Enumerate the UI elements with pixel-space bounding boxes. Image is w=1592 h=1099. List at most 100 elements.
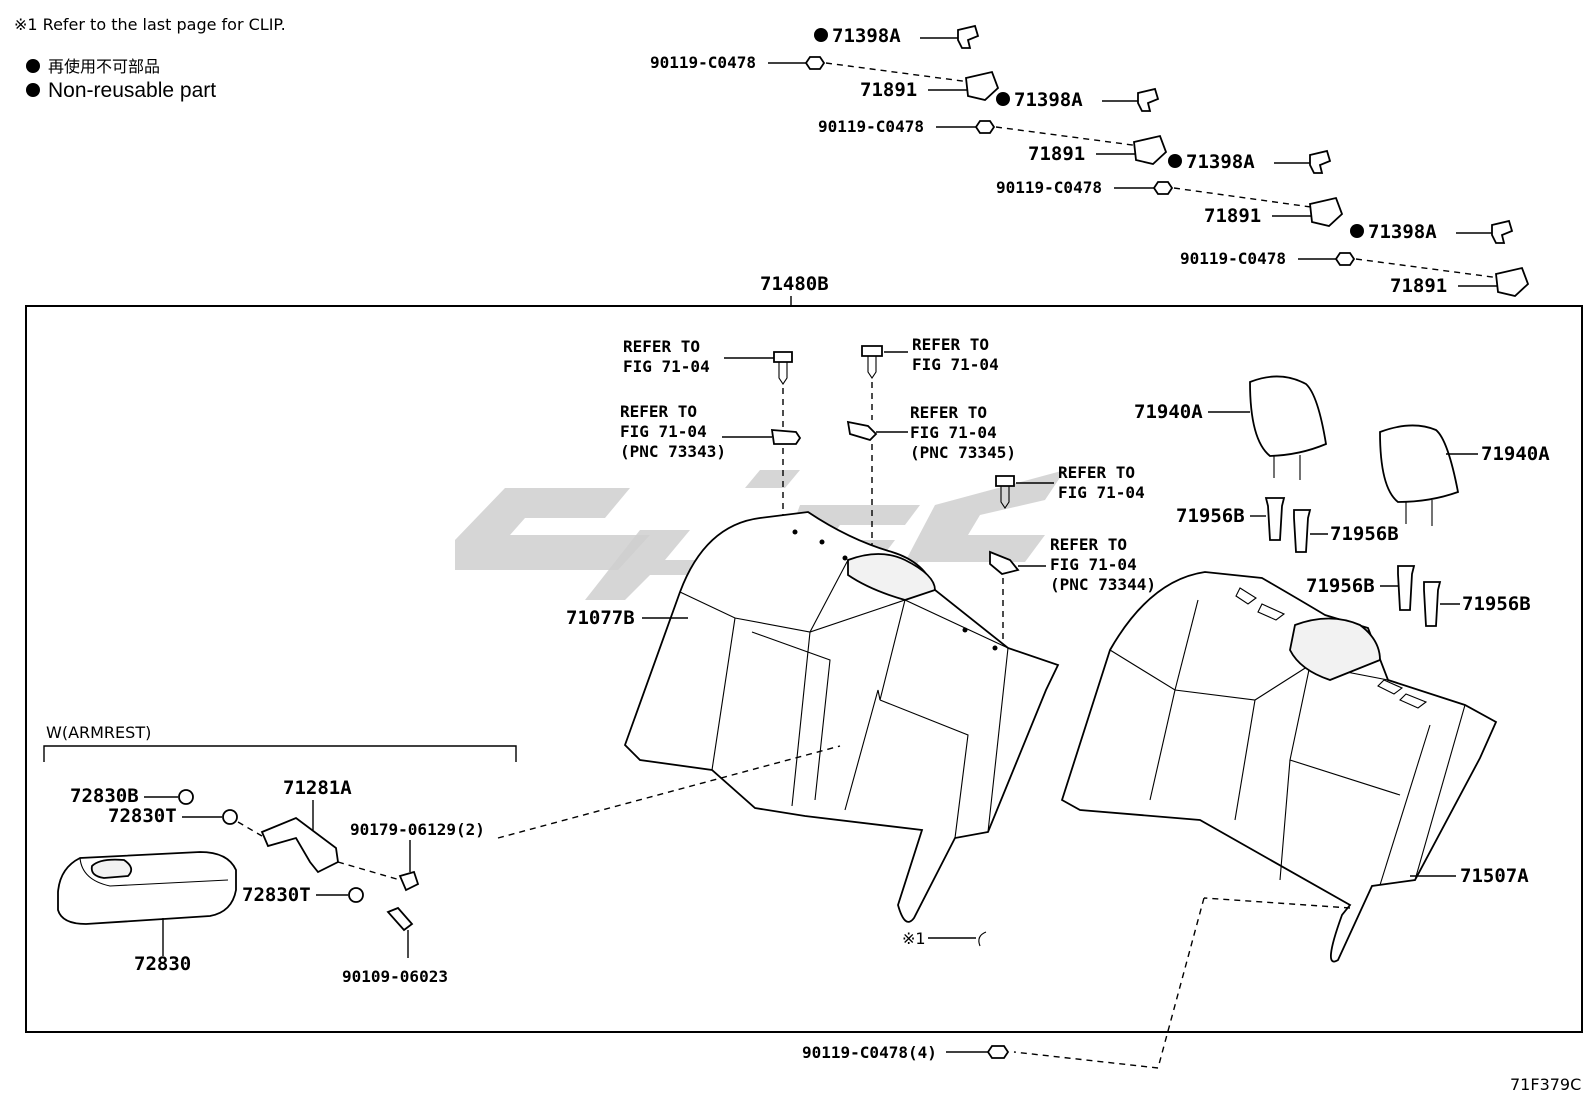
bolt-90109-icon	[386, 906, 414, 932]
part-label-90119-c0478: 90119-C0478	[650, 53, 756, 72]
assembly-frame	[25, 305, 1583, 1033]
part-label-71956b-4: 71956B	[1462, 593, 1531, 615]
screw-icon	[995, 475, 1015, 487]
clip-71398a-icon	[1309, 149, 1332, 174]
part-label-72830b: 72830B	[70, 785, 139, 807]
bolt-icon	[974, 120, 996, 134]
part-label-90109-06023: 90109-06023	[342, 967, 448, 986]
cap-72830t-icon	[222, 809, 238, 825]
part-label-71891: 71891	[1204, 205, 1261, 227]
seatback-71507a	[1060, 571, 1498, 963]
cap-72830t-icon	[348, 887, 364, 903]
screw-icon	[861, 345, 883, 357]
refer-screw-right: REFER TO FIG 71-04	[995, 463, 1145, 509]
screw-90179-icon	[398, 870, 420, 892]
clip-group-3: 71398A 90119-C0478 71891	[996, 149, 1344, 227]
non-reusable-bullet-icon	[996, 92, 1010, 106]
clip-group-2: 71398A 90119-C0478 71891	[818, 87, 1168, 165]
part-label-71940a-left: 71940A	[1134, 401, 1203, 423]
clip-ref-mark: ※1	[902, 929, 926, 948]
refer-line: (PNC 73344)	[1050, 575, 1156, 594]
refer-line: FIG 71-04	[910, 423, 997, 442]
legend-english: Non-reusable part	[48, 79, 216, 102]
part-label-71398a: 71398A	[832, 25, 901, 47]
part-label-71480b: 71480B	[760, 273, 829, 295]
clip-73345-icon	[846, 420, 878, 442]
bolt-icon	[1152, 181, 1174, 195]
clip-group-4: 71398A 90119-C0478 71891	[1180, 219, 1530, 297]
legend-japanese: 再使用不可部品	[48, 57, 160, 76]
bolt-icon	[986, 1045, 1010, 1059]
refer-line: (PNC 73343)	[620, 442, 726, 461]
part-label-71940a-right: 71940A	[1481, 443, 1550, 465]
part-label-90119-c0478: 90119-C0478	[818, 117, 924, 136]
clip-73344-icon	[989, 550, 1020, 575]
refer-line: FIG 71-04	[912, 355, 999, 374]
non-reusable-bullet-icon	[26, 83, 40, 97]
non-reusable-bullet-icon	[26, 59, 40, 73]
refer-line: FIG 71-04	[1050, 555, 1137, 574]
armrest-72830	[57, 851, 237, 925]
non-reusable-bullet-icon	[1168, 154, 1182, 168]
part-label-90179-06129: 90179-06129(2)	[350, 820, 485, 839]
clip-note: ※1 Refer to the last page for CLIP.	[14, 15, 286, 34]
part-label-72830t-1: 72830T	[108, 805, 177, 827]
armrest-bracket-line	[43, 745, 517, 762]
bracket-71891-icon	[1309, 196, 1344, 227]
refer-line: REFER TO	[912, 335, 989, 354]
guide-71956b-1	[1264, 497, 1286, 541]
refer-line: (PNC 73345)	[910, 443, 1016, 462]
screw-icon	[773, 351, 793, 363]
refer-screw-mid: REFER TO FIG 71-04	[861, 335, 999, 420]
refer-clip-mid: REFER TO FIG 71-04 (PNC 73345)	[846, 403, 1016, 552]
bracket-71891-icon	[965, 70, 1000, 101]
refer-clip-right: REFER TO FIG 71-04 (PNC 73344)	[989, 535, 1156, 652]
refer-screw-left: REFER TO FIG 71-04	[623, 337, 793, 428]
clip-group-1: 71398A 90119-C0478 71891	[650, 24, 1000, 101]
figure-code: 71F379C	[1510, 1075, 1581, 1094]
refer-line: REFER TO	[1058, 463, 1135, 482]
refer-line: REFER TO	[620, 402, 697, 421]
part-label-71281a: 71281A	[283, 777, 352, 799]
part-label-71398a: 71398A	[1368, 221, 1437, 243]
non-reusable-bullet-icon	[1350, 224, 1364, 238]
part-label-71077b: 71077B	[566, 607, 635, 629]
part-label-71398a: 71398A	[1186, 151, 1255, 173]
clip-71398a-icon	[1491, 219, 1514, 244]
refer-line: REFER TO	[623, 337, 700, 356]
part-label-90119-c0478-4: 90119-C0478(4)	[802, 1043, 937, 1062]
refer-line: FIG 71-04	[1058, 483, 1145, 502]
part-label-90119-c0478: 90119-C0478	[1180, 249, 1286, 268]
part-label-71956b-1: 71956B	[1176, 505, 1245, 527]
bolt-icon	[1334, 252, 1356, 266]
part-label-71891: 71891	[1390, 275, 1447, 297]
refer-line: FIG 71-04	[620, 422, 707, 441]
refer-line: REFER TO	[910, 403, 987, 422]
non-reusable-bullet-icon	[814, 28, 828, 42]
part-label-71891: 71891	[1028, 143, 1085, 165]
part-label-71956b-2: 71956B	[1330, 523, 1399, 545]
part-label-71891: 71891	[860, 79, 917, 101]
bolt-icon	[804, 56, 826, 70]
clip-71398a-icon	[957, 24, 980, 49]
part-label-72830: 72830	[134, 953, 191, 975]
guide-71956b-4	[1423, 581, 1442, 627]
cap-72830b-icon	[178, 789, 194, 805]
armrest-header: W(ARMREST)	[46, 723, 151, 742]
refer-line: FIG 71-04	[623, 357, 710, 376]
part-label-71956b-3: 71956B	[1306, 575, 1375, 597]
part-label-71398a: 71398A	[1014, 89, 1083, 111]
guide-71956b-3	[1397, 565, 1416, 611]
part-label-90119-c0478: 90119-C0478	[996, 178, 1102, 197]
seatback-71077b	[623, 511, 1060, 923]
guide-71956b-2	[1293, 509, 1312, 553]
refer-line: REFER TO	[1050, 535, 1127, 554]
bracket-71891-icon	[1133, 134, 1168, 165]
clip-71398a-icon	[1137, 87, 1160, 112]
part-label-71507a: 71507A	[1460, 865, 1529, 887]
headrest-left	[1249, 375, 1328, 480]
hinge-71281a-icon	[260, 816, 339, 874]
part-label-72830t-2: 72830T	[242, 884, 311, 906]
clip-c-icon	[978, 931, 987, 947]
